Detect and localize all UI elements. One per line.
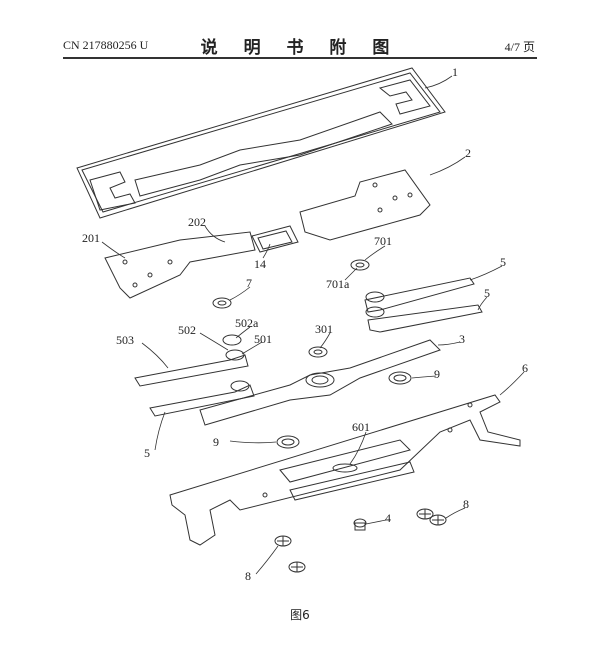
publication-number: CN 217880256 U xyxy=(63,38,149,52)
part-5-strip-upper xyxy=(364,277,475,313)
label-7: 7 xyxy=(246,276,252,290)
label-601: 601 xyxy=(352,420,370,434)
screw-8-b xyxy=(429,514,447,526)
page-number: 4/7 页 xyxy=(504,40,535,54)
label-5-middle: 5 xyxy=(484,286,490,300)
label-5-upper: 5 xyxy=(500,255,506,269)
label-1: 1 xyxy=(452,65,458,79)
part-5-strip-left xyxy=(149,380,255,417)
leader-lines xyxy=(101,75,525,575)
label-14: 14 xyxy=(254,257,266,271)
label-503: 503 xyxy=(116,333,134,347)
part-5-strip-middle xyxy=(365,304,483,333)
washer-9-right xyxy=(388,371,412,385)
screw-8-d xyxy=(288,561,306,573)
label-502a: 502a xyxy=(235,316,259,330)
label-8-right: 8 xyxy=(463,497,469,511)
header-divider xyxy=(63,57,537,59)
label-6: 6 xyxy=(522,361,528,375)
part-6-base-plate xyxy=(169,394,521,546)
page-title: 说 明 书 附 图 xyxy=(200,38,400,58)
washer-9-left xyxy=(276,435,300,449)
label-3: 3 xyxy=(459,332,465,346)
part-3-bar xyxy=(199,339,441,426)
screw-8-c xyxy=(274,535,292,547)
label-5-left: 5 xyxy=(144,446,150,460)
washer-301 xyxy=(308,346,328,358)
washer-701 xyxy=(350,259,370,271)
figure-caption: 图6 xyxy=(290,608,310,622)
label-501: 501 xyxy=(254,332,272,346)
screw-8-a xyxy=(416,508,434,520)
label-301: 301 xyxy=(315,322,333,336)
part-1-plate xyxy=(76,67,446,219)
part-2-bracket xyxy=(299,169,431,241)
washer-7 xyxy=(212,297,232,309)
label-2: 2 xyxy=(465,146,471,160)
label-8-left: 8 xyxy=(245,569,251,583)
label-502: 502 xyxy=(178,323,196,337)
label-701a: 701a xyxy=(326,277,350,291)
part-14-connector xyxy=(251,225,299,253)
label-4: 4 xyxy=(385,511,391,525)
label-9-left: 9 xyxy=(213,435,219,449)
label-202: 202 xyxy=(188,215,206,229)
label-701: 701 xyxy=(374,234,392,248)
label-9-right: 9 xyxy=(434,367,440,381)
part-201-bracket xyxy=(104,231,256,299)
screw-4 xyxy=(353,518,367,531)
part-503-strip xyxy=(134,334,249,387)
label-201: 201 xyxy=(82,231,100,245)
